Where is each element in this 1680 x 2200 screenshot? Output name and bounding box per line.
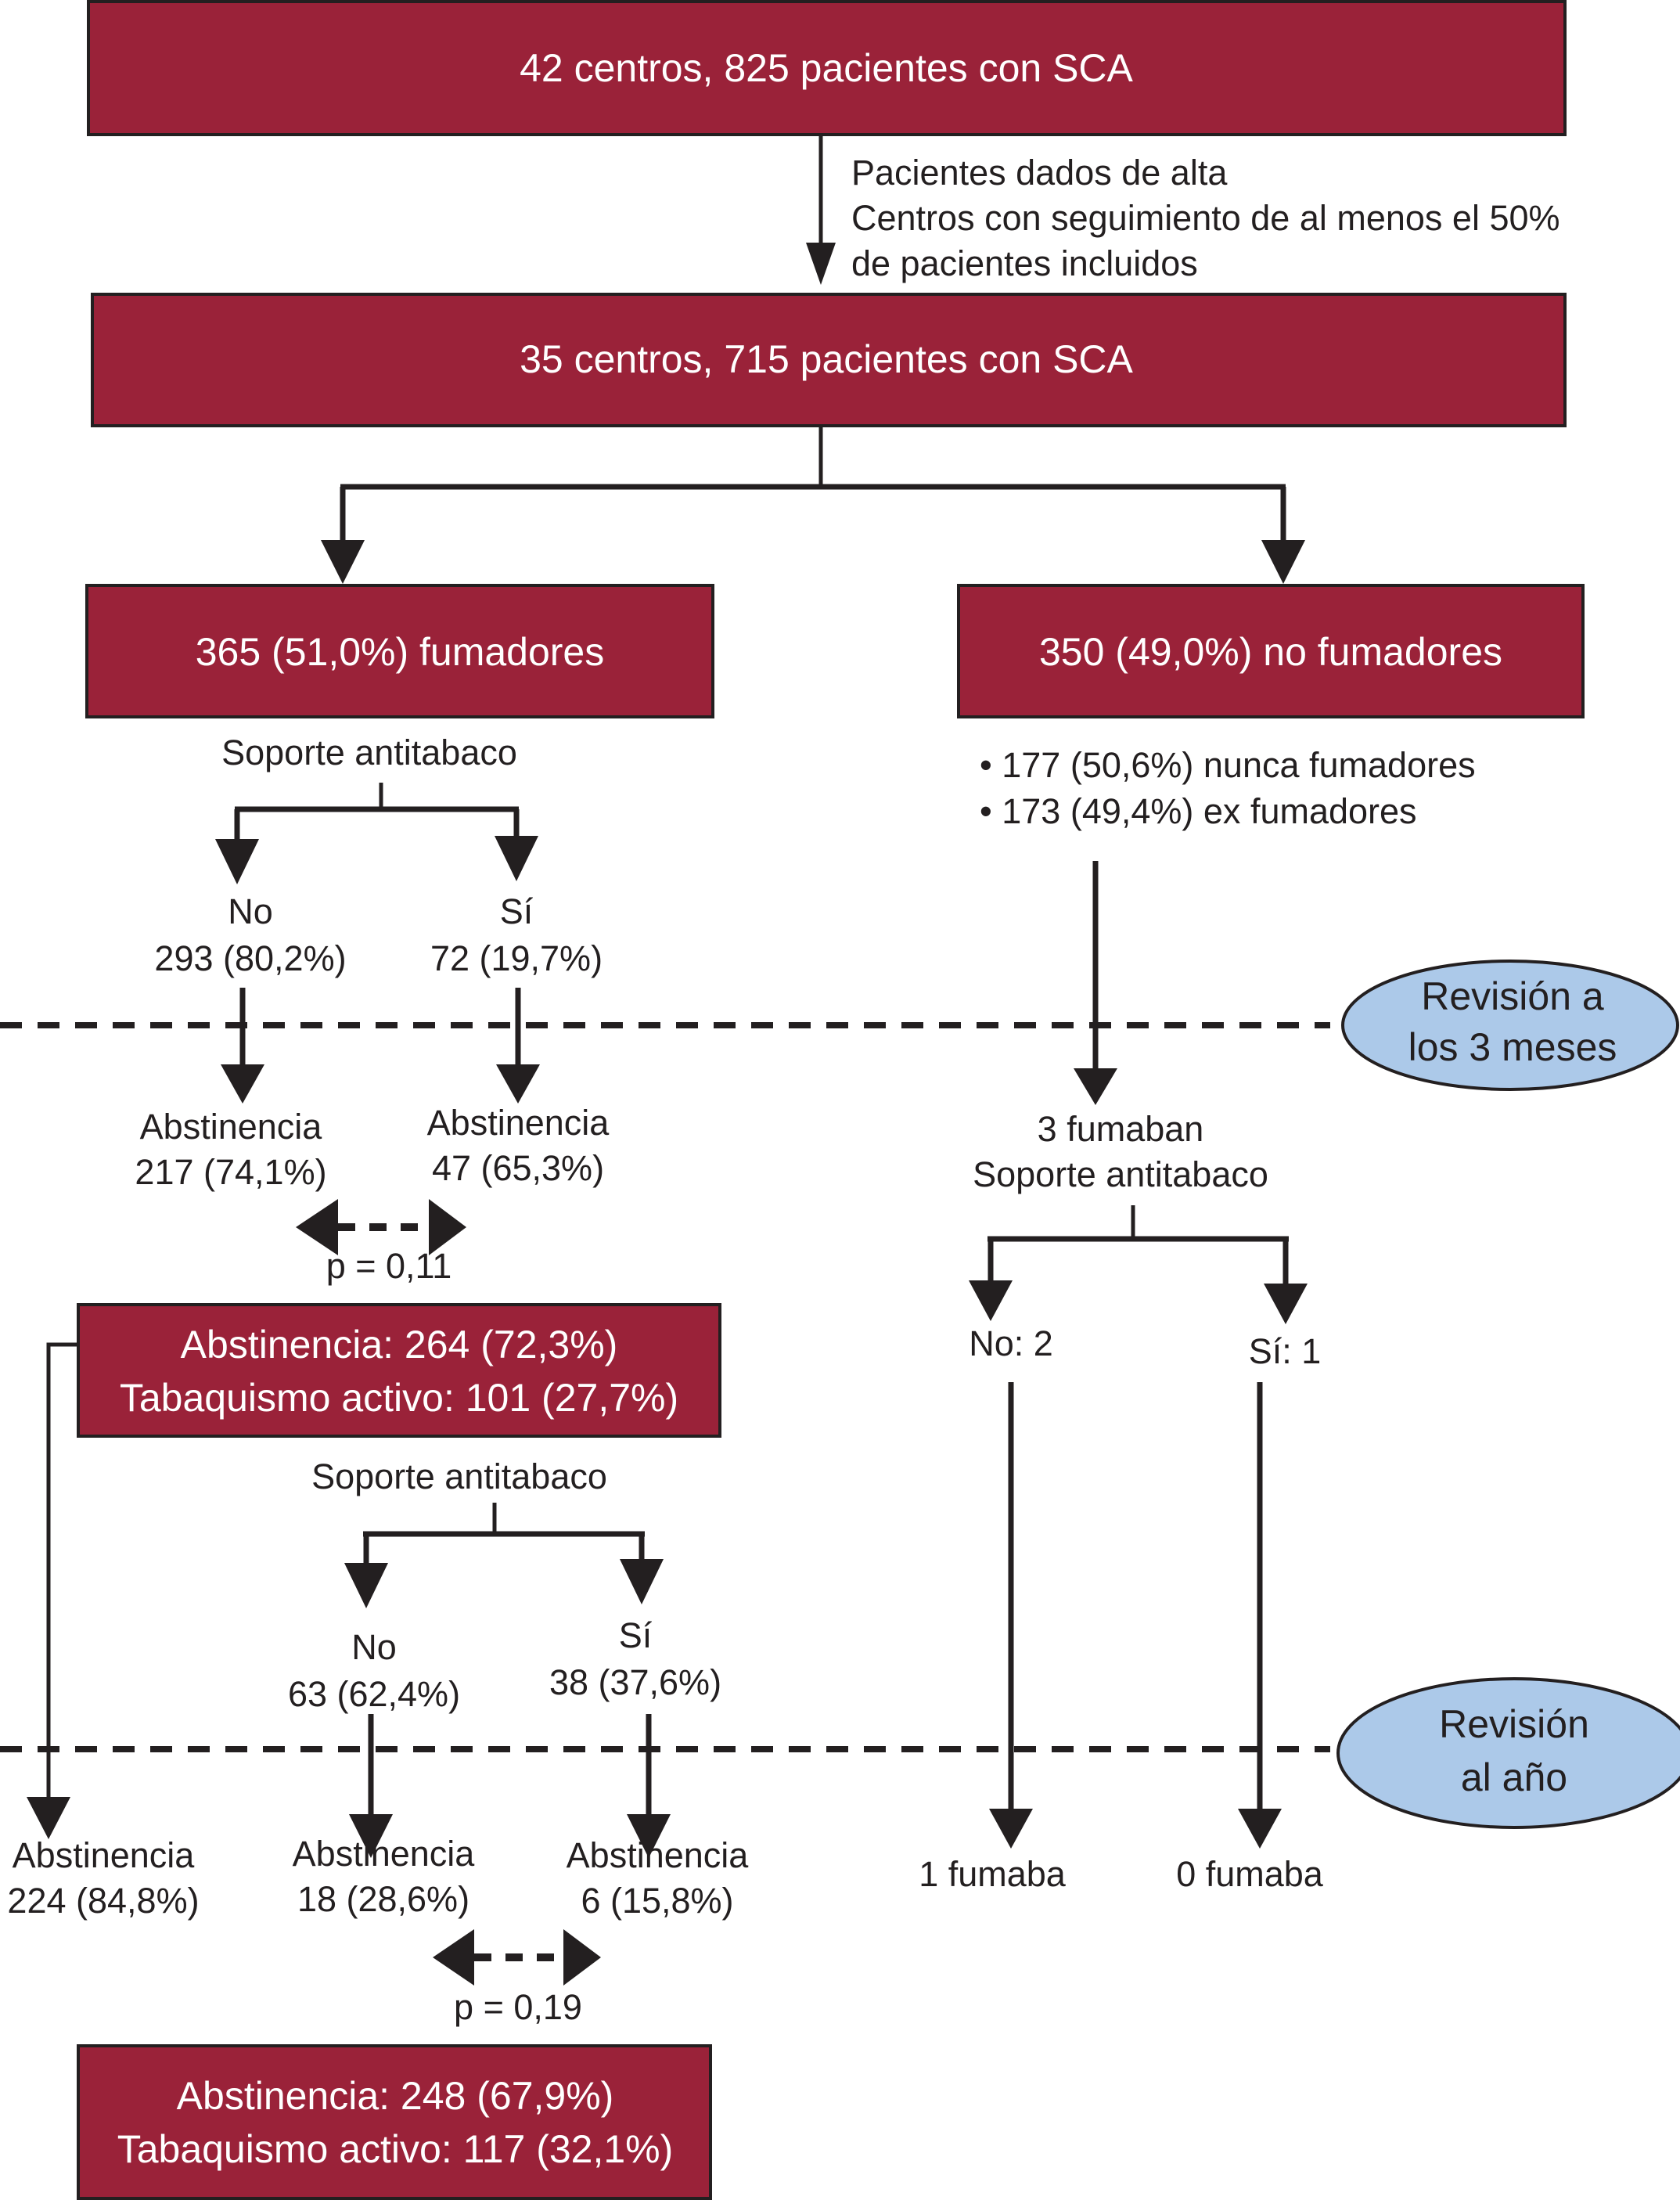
milestone-1-year-line-1: Revisión	[1439, 1702, 1589, 1746]
arrow-head	[620, 1559, 664, 1604]
milestone-3-months-line-2: los 3 meses	[1408, 1025, 1617, 1069]
label-nonsmokers-no-support: No: 2	[969, 1323, 1053, 1363]
label-abstinence-si: Abstinencia	[427, 1103, 610, 1143]
p-value-3-months: p = 0,11	[326, 1246, 452, 1286]
milestone-oval-3-months	[1341, 960, 1679, 1091]
box-nonsmokers	[957, 584, 1585, 718]
arrow-head	[1264, 1284, 1308, 1324]
value-si-support-2: 38 (37,6%)	[549, 1662, 721, 1702]
arrow-head	[495, 836, 538, 881]
value-abstinence-no: 217 (74,1%)	[135, 1152, 326, 1192]
label-no-support: No	[228, 891, 273, 931]
arrow-head	[321, 540, 365, 584]
arrow-head	[215, 839, 259, 884]
value-no-support-2: 63 (62,4%)	[288, 1674, 460, 1714]
box-initial-cohort	[87, 0, 1567, 136]
arrow-head	[1238, 1809, 1282, 1849]
box-initial-cohort-label: 42 centros, 825 pacientes con SCA	[520, 46, 1133, 90]
summary-1-year-line-1: Abstinencia: 248 (67,9%)	[177, 2074, 614, 2118]
milestone-3-months-line-1: Revisión a	[1421, 974, 1604, 1018]
arrow-head	[1074, 1068, 1117, 1105]
criteria-line-2: Centros con seguimiento de al menos el 5…	[851, 198, 1560, 238]
label-nonsmokers-si-1-year: 0 fumaba	[1176, 1854, 1324, 1894]
arrow-head	[496, 1064, 540, 1104]
label-support-antitabaco-nonsmokers: Soporte antitabaco	[973, 1154, 1268, 1194]
summary-1-year-line-2: Tabaquismo activo: 117 (32,1%)	[117, 2127, 674, 2171]
label-abstinence-si-2: Abstinencia	[567, 1835, 750, 1875]
label-nonsmokers-si-support: Sí: 1	[1249, 1331, 1322, 1371]
value-abstinence-carry: 224 (84,8%)	[7, 1881, 199, 1921]
arrow-head	[969, 1280, 1013, 1321]
box-smokers-label: 365 (51,0%) fumadores	[196, 630, 605, 674]
arrow-head	[806, 243, 836, 285]
arrow-head	[27, 1797, 70, 1839]
label-support-antitabaco: Soporte antitabaco	[221, 733, 517, 772]
label-smoked-3-months: 3 fumaban	[1038, 1109, 1204, 1149]
arrow-head	[1261, 540, 1305, 584]
label-abstinence-no-2: Abstinencia	[293, 1834, 476, 1874]
summary-3-months-line-2: Tabaquismo activo: 101 (27,7%)	[120, 1376, 678, 1420]
box-smokers	[85, 584, 714, 718]
comparison-arrow-3-months	[296, 1199, 466, 1255]
box-nonsmokers-label: 350 (49,0%) no fumadores	[1039, 630, 1502, 674]
milestone-1-year-line-2: al año	[1461, 1755, 1567, 1799]
nonsmokers-bullet-never: • 177 (50,6%) nunca fumadores	[980, 745, 1476, 785]
label-abstinence-carry: Abstinencia	[13, 1835, 196, 1875]
label-nonsmokers-no-1-year: 1 fumaba	[919, 1854, 1067, 1894]
box-summary-3-months	[77, 1303, 721, 1438]
box-filtered-cohort-label: 35 centros, 715 pacientes con SCA	[520, 337, 1133, 381]
value-abstinence-si-2: 6 (15,8%)	[581, 1881, 733, 1921]
milestone-oval-1-year	[1336, 1677, 1680, 1829]
nonsmokers-bullet-ex: • 173 (49,4%) ex fumadores	[980, 791, 1417, 831]
criteria-line-3: de pacientes incluidos	[851, 243, 1198, 283]
arrow-head	[221, 1064, 264, 1104]
connector-carry-abstinence	[46, 1342, 78, 1800]
label-support-antitabaco-2: Soporte antitabaco	[311, 1456, 607, 1496]
criteria-line-1: Pacientes dados de alta	[851, 153, 1228, 193]
value-abstinence-no-2: 18 (28,6%)	[297, 1879, 469, 1919]
label-si-support: Sí	[500, 891, 534, 931]
box-filtered-cohort	[91, 293, 1567, 427]
p-value-1-year: p = 0,19	[454, 1987, 582, 2027]
value-no-support: 293 (80,2%)	[154, 938, 346, 978]
label-abstinence-no: Abstinencia	[140, 1107, 323, 1147]
summary-3-months-line-1: Abstinencia: 264 (72,3%)	[181, 1323, 618, 1366]
comparison-arrow-1-year	[433, 1929, 601, 1986]
arrow-head	[989, 1809, 1033, 1849]
label-si-support-2: Sí	[619, 1615, 653, 1655]
value-abstinence-si: 47 (65,3%)	[432, 1148, 604, 1188]
arrow-head	[627, 1814, 671, 1858]
value-si-support: 72 (19,7%)	[430, 938, 603, 978]
label-no-support-2: No	[351, 1627, 397, 1667]
arrow-head	[349, 1814, 393, 1858]
arrow-head	[344, 1563, 388, 1608]
box-summary-1-year	[77, 2044, 712, 2200]
